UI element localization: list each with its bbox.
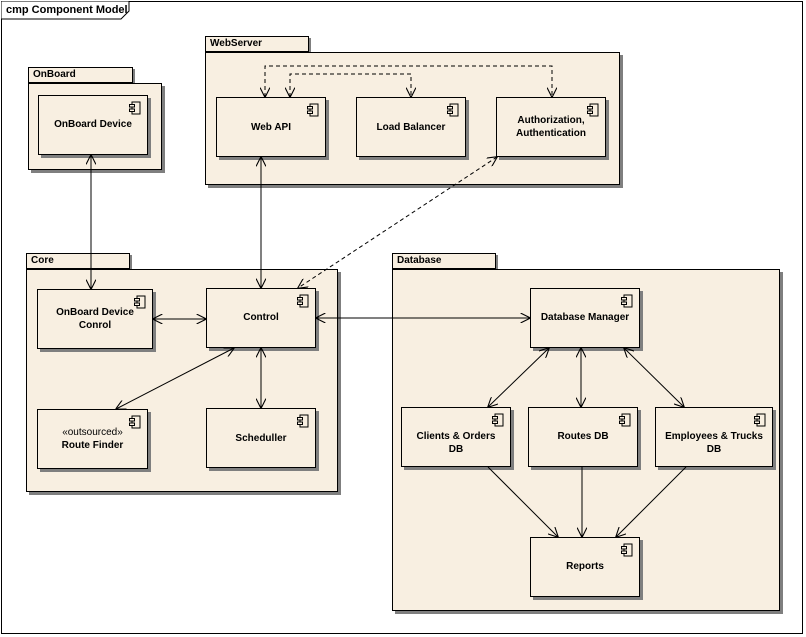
component-database-manager-label: Database Manager bbox=[540, 312, 630, 323]
package-core-tab[interactable]: Core bbox=[26, 253, 130, 269]
component-route-finder-stereotype: «outsourced» bbox=[62, 427, 123, 438]
uml-component-icon bbox=[297, 414, 309, 428]
uml-component-icon bbox=[307, 103, 319, 117]
component-authorization-authentication[interactable]: Authorization, Authentication bbox=[496, 97, 606, 157]
component-routes-db-label: Routes DB bbox=[557, 431, 609, 442]
component-scheduller[interactable]: Scheduller bbox=[206, 408, 316, 468]
component-load-balancer-label: Load Balancer bbox=[376, 121, 446, 133]
component-onboard-device[interactable]: OnBoard Device bbox=[38, 95, 148, 155]
uml-component-icon bbox=[129, 415, 141, 429]
frame-title: cmp Component Model bbox=[6, 4, 128, 16]
uml-component-icon bbox=[587, 103, 599, 117]
package-onboard-tab[interactable]: OnBoard bbox=[28, 67, 133, 83]
component-web-api-label: Web API bbox=[250, 121, 291, 133]
component-database-manager[interactable]: Database Manager bbox=[530, 288, 640, 348]
component-clients-orders-db[interactable]: Clients & Orders DB bbox=[401, 407, 511, 467]
component-onboard-device-control[interactable]: OnBoard Device Conrol bbox=[37, 289, 153, 349]
component-load-balancer[interactable]: Load Balancer bbox=[356, 97, 466, 157]
frame-tag-outline bbox=[1, 1, 130, 20]
component-scheduller-label: Scheduller bbox=[235, 432, 287, 444]
uml-component-icon bbox=[492, 413, 504, 427]
uml-component-icon bbox=[129, 101, 141, 115]
connector-dbmanager-clientsorders bbox=[488, 348, 549, 407]
component-reports-label: Reports bbox=[566, 561, 604, 572]
package-webserver-name: WebServer bbox=[210, 38, 263, 49]
connector-webapi-auth bbox=[265, 65, 552, 97]
component-web-api[interactable]: Web API bbox=[216, 97, 326, 157]
component-onboard-device-label: OnBoard Device bbox=[54, 119, 132, 130]
component-control-label: Control bbox=[243, 312, 279, 323]
package-core-name: Core bbox=[31, 255, 54, 266]
component-reports[interactable]: Reports bbox=[530, 537, 640, 597]
component-clients-orders-db-label: Clients & Orders DB bbox=[416, 431, 496, 455]
component-route-finder[interactable]: «outsourced» Route Finder bbox=[37, 409, 148, 469]
component-employees-trucks-db[interactable]: Employees & Trucks DB bbox=[655, 407, 773, 467]
connector-webapi-loadbalancer bbox=[290, 73, 411, 97]
uml-component-icon bbox=[297, 294, 309, 308]
package-webserver-tab[interactable]: WebServer bbox=[205, 36, 309, 52]
connector-employeestrucks-reports bbox=[616, 466, 687, 537]
connector-control-routefinder bbox=[116, 348, 234, 409]
component-employees-trucks-db-label-line1: Employees & Trucks bbox=[665, 431, 763, 442]
component-employees-trucks-db-label-line2: DB bbox=[706, 444, 722, 455]
connector-clientsorders-reports bbox=[487, 466, 558, 537]
component-auth-label-line2: Authentication bbox=[516, 128, 586, 139]
component-route-finder-label: Route Finder bbox=[61, 440, 124, 451]
uml-component-icon bbox=[621, 294, 633, 308]
uml-component-icon bbox=[754, 413, 766, 427]
uml-component-icon bbox=[447, 103, 459, 117]
component-onboard-control-label-line2: Conrol bbox=[78, 320, 112, 331]
uml-component-icon bbox=[134, 295, 146, 309]
uml-component-icon bbox=[621, 543, 633, 557]
package-onboard-name: OnBoard bbox=[33, 69, 76, 80]
uml-component-icon bbox=[619, 413, 631, 427]
connector-auth-control bbox=[298, 157, 497, 288]
component-routes-db[interactable]: Routes DB bbox=[528, 407, 638, 467]
component-onboard-control-label-line1: OnBoard Device bbox=[56, 307, 134, 318]
component-auth-label-line1: Authorization, bbox=[517, 115, 585, 126]
connector-dbmanager-employeestrucks bbox=[624, 348, 684, 407]
